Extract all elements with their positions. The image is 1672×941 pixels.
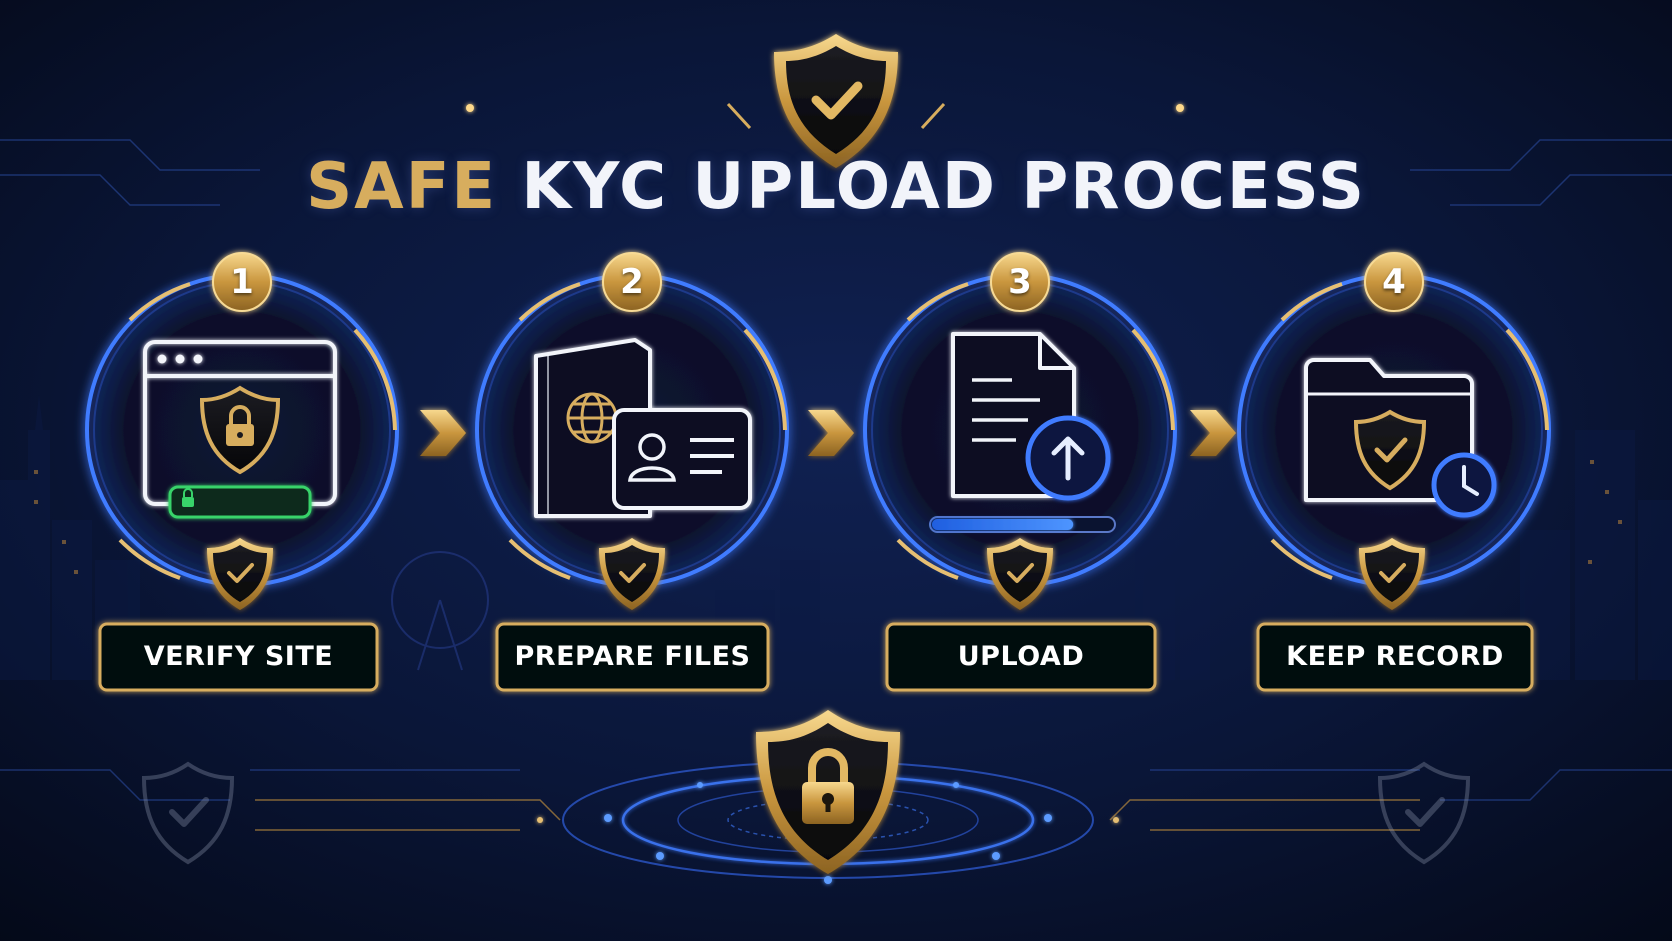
step-1-label: VERIFY SITE	[143, 641, 334, 672]
step-label-boxes	[98, 622, 1534, 692]
step-3-label-box	[885, 622, 1157, 692]
step-3-number: 3	[1008, 262, 1032, 302]
document-upload-icon	[951, 332, 1111, 501]
padlock-icon	[182, 497, 194, 507]
ferris-wheel-decoration	[391, 551, 489, 671]
step-2-shield-check-icon	[599, 538, 665, 610]
step-1-shield-check-icon	[207, 538, 273, 610]
step-4-label: KEEP RECORD	[1286, 641, 1504, 672]
clock-icon	[1431, 452, 1497, 518]
user-avatar-icon	[628, 433, 676, 482]
platform-dots-decoration	[537, 782, 1119, 884]
shield-padlock-icon	[756, 710, 900, 874]
step-1-label-box	[98, 622, 379, 692]
faint-shield-check-icon-right	[1377, 761, 1471, 865]
page-title: SAFE KYC UPLOAD PROCESS	[0, 150, 1672, 224]
shield-lock-icon	[199, 385, 281, 475]
step-4-shield-check-icon	[1359, 538, 1425, 610]
upload-arrow-icon	[1051, 436, 1085, 481]
upload-progress-bar	[929, 516, 1116, 533]
faint-shield-check-icon-left	[141, 761, 235, 865]
step-2-number: 2	[620, 262, 644, 302]
header-divider-lines	[140, 102, 1530, 130]
folder-shield-clock-icon	[1304, 358, 1497, 518]
step-3-label: UPLOAD	[957, 641, 1085, 672]
step-3-shield-check-icon	[987, 538, 1053, 610]
step-2-number-badge	[602, 252, 662, 312]
passport-id-card-icon	[534, 338, 752, 518]
upload-progress-fill	[932, 519, 1074, 530]
step-4-number-badge	[1364, 252, 1424, 312]
circuit-gold-lines-decoration	[255, 799, 1420, 831]
title-accent: SAFE	[306, 150, 498, 224]
step-4-label-box	[1256, 622, 1534, 692]
chevron-right-icon	[1190, 410, 1236, 456]
chevron-right-icon	[808, 410, 854, 456]
step-1-number: 1	[230, 262, 254, 302]
circuit-lines-decoration	[0, 139, 1672, 801]
step-2-label: PREPARE FILES	[514, 641, 751, 672]
step-4-number: 4	[1382, 262, 1406, 302]
secure-address-bar	[168, 485, 312, 519]
shield-check-icon	[774, 34, 898, 168]
chevron-right-icon	[420, 410, 466, 456]
step-1-number-badge	[212, 252, 272, 312]
city-lights-decoration	[34, 460, 1622, 574]
step-2-label-box	[495, 622, 770, 692]
title-rest: KYC UPLOAD PROCESS	[521, 150, 1366, 224]
step-3-number-badge	[990, 252, 1050, 312]
